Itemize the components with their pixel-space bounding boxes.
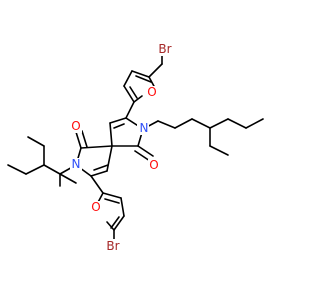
- carbonyl-oxygen-atom-label: O: [71, 119, 80, 133]
- bond: [109, 117, 127, 124]
- bond: [93, 164, 109, 171]
- bond: [81, 130, 88, 148]
- nitrogen-atom-label: N: [72, 157, 81, 171]
- furan-oxygen-atom-label: O: [91, 200, 100, 214]
- bond: [75, 131, 82, 149]
- bond: [135, 75, 152, 83]
- bromine-atom-label: Br: [106, 239, 119, 253]
- molecule-diagram: Br O N O O N O Br: [7, 42, 264, 253]
- structure-svg: Br O N O O N O Br: [7, 42, 264, 253]
- bond: [131, 70, 150, 78]
- bond: [209, 145, 229, 156]
- carbonyl-oxygen-atom-label: O: [149, 158, 158, 172]
- bond: [104, 198, 120, 204]
- bond: [191, 118, 211, 129]
- bond: [148, 63, 163, 78]
- bond: [90, 175, 104, 194]
- nitrogen-atom-label: N: [140, 121, 149, 135]
- bond: [209, 118, 229, 129]
- bromine-atom-label: Br: [158, 42, 171, 56]
- bond: [109, 122, 113, 147]
- bond: [113, 123, 125, 129]
- bond: [137, 145, 154, 157]
- bond: [80, 145, 113, 149]
- furan-oxygen-atom-label: O: [147, 85, 156, 99]
- bond: [123, 70, 133, 87]
- bond: [125, 101, 135, 119]
- bond: [27, 136, 45, 147]
- bond: [59, 173, 77, 184]
- bond: [106, 145, 113, 172]
- bond: [120, 197, 125, 217]
- bond: [43, 164, 61, 175]
- bond: [174, 118, 193, 129]
- bond: [113, 215, 125, 231]
- bond: [7, 164, 27, 175]
- bond: [129, 86, 138, 99]
- bond: [102, 192, 122, 199]
- bond: [25, 164, 45, 175]
- bond: [90, 170, 108, 177]
- bond: [157, 120, 176, 129]
- bond: [133, 95, 143, 103]
- bond: [134, 150, 151, 162]
- bond: [227, 118, 247, 129]
- bond: [106, 221, 115, 231]
- bond: [245, 118, 264, 129]
- bond: [123, 85, 135, 103]
- bond: [110, 216, 120, 229]
